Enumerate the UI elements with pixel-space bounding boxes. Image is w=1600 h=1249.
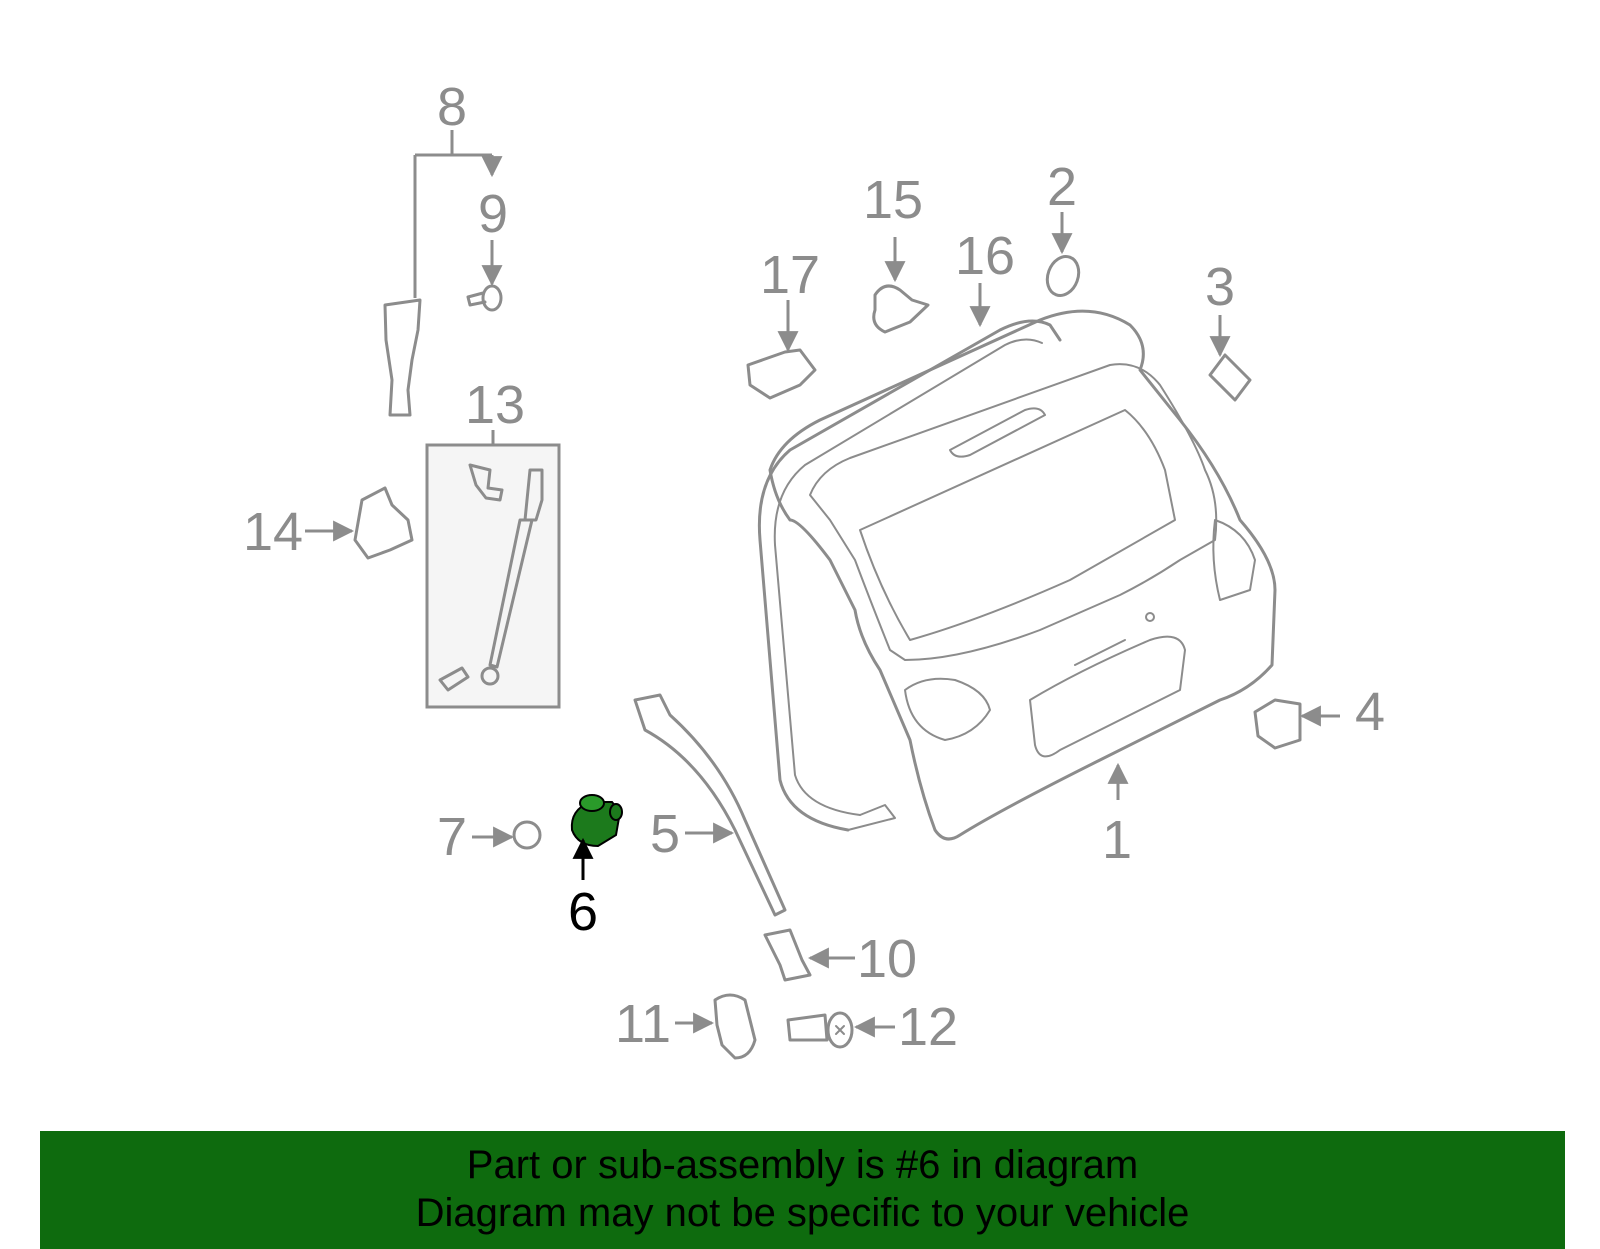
callout-12: 12 (898, 997, 958, 1057)
callout-16: 16 (955, 226, 1015, 286)
callout-9: 9 (478, 184, 508, 244)
callout-14: 14 (243, 502, 303, 562)
leader-8 (413, 130, 492, 298)
callout-8: 8 (437, 77, 467, 137)
banner-line-disclaimer: Diagram may not be specific to your vehi… (415, 1191, 1190, 1235)
banner-line-part: Part or sub-assembly is #6 in diagram (466, 1143, 1139, 1187)
part-2-ring[interactable] (1042, 252, 1084, 300)
callout-2: 2 (1047, 157, 1077, 217)
part-17-bracket[interactable] (746, 348, 817, 400)
callout-7: 7 (437, 807, 467, 867)
part-5-garnish[interactable] (633, 693, 787, 917)
callout-11: 11 (615, 994, 671, 1054)
callout-4: 4 (1355, 682, 1385, 742)
part-9-bolt[interactable] (466, 284, 503, 312)
part-8-cover[interactable] (383, 298, 422, 417)
part-4-cap[interactable] (1253, 698, 1302, 750)
callout-17: 17 (760, 245, 820, 305)
callout-1: 1 (1102, 810, 1132, 870)
callout-3: 3 (1205, 257, 1235, 317)
part-1-liftgate[interactable] (768, 309, 1277, 841)
part-16-weatherstrip[interactable] (757, 319, 1062, 832)
part-13-kit-box[interactable] (425, 443, 561, 709)
part-14-latch[interactable] (353, 486, 414, 560)
part-12-screw[interactable] (786, 1011, 854, 1049)
part-15-bumper[interactable] (872, 284, 930, 334)
part-11-clip[interactable] (713, 993, 757, 1060)
part-7-grommet[interactable] (512, 820, 542, 850)
part-10-bracket[interactable] (763, 928, 812, 982)
callout-15: 15 (863, 170, 923, 230)
info-banner: Part or sub-assembly is #6 in diagram Di… (40, 1131, 1565, 1249)
part-3-pad[interactable] (1208, 353, 1252, 402)
part-6-highlighted[interactable] (570, 794, 623, 848)
callout-13: 13 (465, 375, 525, 435)
callout-6: 6 (568, 882, 598, 942)
callout-5: 5 (650, 804, 680, 864)
callout-10: 10 (857, 929, 917, 989)
